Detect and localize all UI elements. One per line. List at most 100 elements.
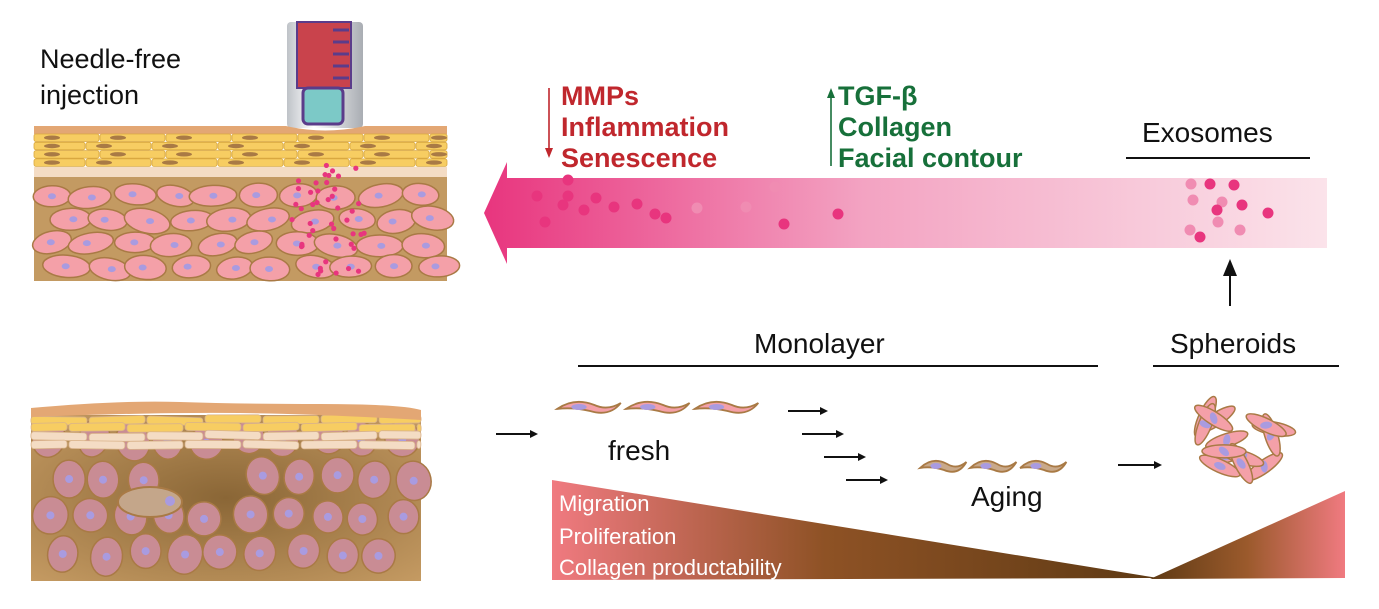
exosome-particle — [331, 225, 337, 232]
exosome-particle — [1262, 207, 1274, 219]
cell-nucleus — [374, 152, 390, 157]
cell-nucleus — [431, 263, 440, 270]
keratinocyte — [204, 414, 262, 424]
exosome-particle — [329, 168, 336, 174]
exosome-particle — [345, 265, 352, 272]
cell-nucleus — [421, 242, 430, 249]
exosome-particle — [295, 185, 302, 192]
cell-nucleus — [431, 152, 447, 157]
cell-nucleus — [200, 514, 209, 523]
capability-decline-wedge — [552, 480, 1158, 580]
fibroblast — [693, 400, 760, 414]
keratinocyte — [30, 439, 68, 450]
decreased-item-mmps: MMPs — [561, 81, 640, 111]
keratinocyte — [184, 439, 242, 450]
exosome-particle — [1204, 178, 1216, 190]
cell-nucleus — [360, 160, 376, 165]
exosome-particle — [1184, 224, 1196, 236]
cell-nucleus — [425, 215, 434, 222]
exosome-particle — [299, 241, 305, 248]
keratinocyte — [283, 141, 350, 151]
keratinocyte — [300, 421, 358, 433]
cell-nucleus — [1236, 458, 1246, 469]
cell-nucleus — [258, 471, 267, 480]
cell-nucleus — [102, 552, 111, 561]
exosome-particle — [335, 205, 341, 211]
cell-nucleus — [86, 511, 95, 520]
injector-pen-icon — [287, 21, 363, 128]
treated-skin-illustration — [31, 21, 461, 282]
exosome-particle — [344, 217, 350, 223]
exosomes-label: Exosomes — [1142, 117, 1273, 148]
keratinocyte — [231, 133, 298, 142]
decreased-item-senescence: Senescence — [561, 143, 718, 173]
increase-arrow-head — [827, 88, 835, 98]
cell-nucleus — [96, 143, 112, 149]
cell-nucleus — [338, 551, 347, 560]
fresh-label: fresh — [608, 435, 671, 466]
exosome-particle — [356, 200, 362, 207]
cell-nucleus — [255, 549, 264, 558]
increased-item-facial-contour: Facial contour — [838, 143, 1023, 173]
exosome-particle — [295, 178, 302, 184]
cell-nucleus — [265, 265, 274, 272]
cell-nucleus — [141, 547, 150, 556]
cell-nucleus — [44, 135, 60, 140]
exosome-particle — [310, 201, 316, 208]
keratinocyte — [165, 150, 232, 159]
exosome-particle — [1212, 216, 1224, 228]
cell-nucleus — [1030, 463, 1042, 469]
keratinocyte — [126, 440, 184, 450]
exosome-particle — [631, 198, 643, 210]
cell-nucleus — [146, 218, 155, 225]
cell-nucleus — [110, 135, 126, 140]
cell-nucleus — [980, 463, 992, 469]
fresh-fibroblasts — [556, 400, 760, 414]
exosome-particle — [315, 188, 321, 194]
cell-nucleus — [431, 135, 447, 140]
cell-nucleus — [333, 471, 342, 480]
exosome-particle — [348, 241, 354, 247]
cell-nucleus — [242, 152, 258, 157]
exosome-particle — [539, 216, 551, 228]
exosome-particle — [307, 189, 314, 195]
cell-nucleus — [308, 152, 324, 157]
aging-label: Aging — [971, 481, 1043, 512]
exosome-delivery-arrow — [484, 162, 1327, 264]
cell-nucleus — [176, 152, 192, 157]
keratinocyte — [33, 150, 100, 159]
capability-proliferation: Proliferation — [559, 524, 677, 549]
exosome-particle — [328, 221, 335, 227]
exosome-particle — [332, 186, 338, 192]
cell-nucleus — [231, 265, 240, 272]
cell-nucleus — [176, 135, 192, 140]
exosome-particle — [313, 180, 319, 186]
fibroblast — [1017, 459, 1068, 473]
cell-nucleus — [417, 191, 426, 198]
cell-nucleus — [181, 550, 190, 559]
cell-nucleus — [294, 160, 310, 165]
keratinocyte — [99, 133, 166, 142]
increased-item-tgf-beta: TGF-β — [838, 81, 918, 111]
keratinocyte — [126, 423, 184, 433]
cell-nucleus — [284, 509, 293, 518]
exosome-particle — [355, 268, 362, 274]
exosome-particle — [306, 232, 312, 238]
exosome-particle — [351, 245, 357, 251]
cell-nucleus — [162, 160, 178, 165]
cell-nucleus — [246, 510, 255, 519]
cell-nucleus — [360, 143, 376, 149]
exosome-particle — [333, 270, 339, 276]
keratinocyte — [146, 431, 204, 441]
exosome-particle — [531, 190, 543, 202]
exosome-particle — [298, 206, 304, 212]
keratinocyte — [184, 422, 242, 432]
exosome-particle — [1194, 231, 1206, 243]
cell-nucleus — [139, 476, 148, 485]
exosome-particle — [1236, 199, 1248, 211]
cell-nucleus — [308, 135, 324, 140]
keratinocyte — [204, 429, 262, 441]
capability-migration: Migration — [559, 491, 650, 516]
exosome-particle — [353, 165, 359, 171]
cell-nucleus — [374, 135, 390, 140]
